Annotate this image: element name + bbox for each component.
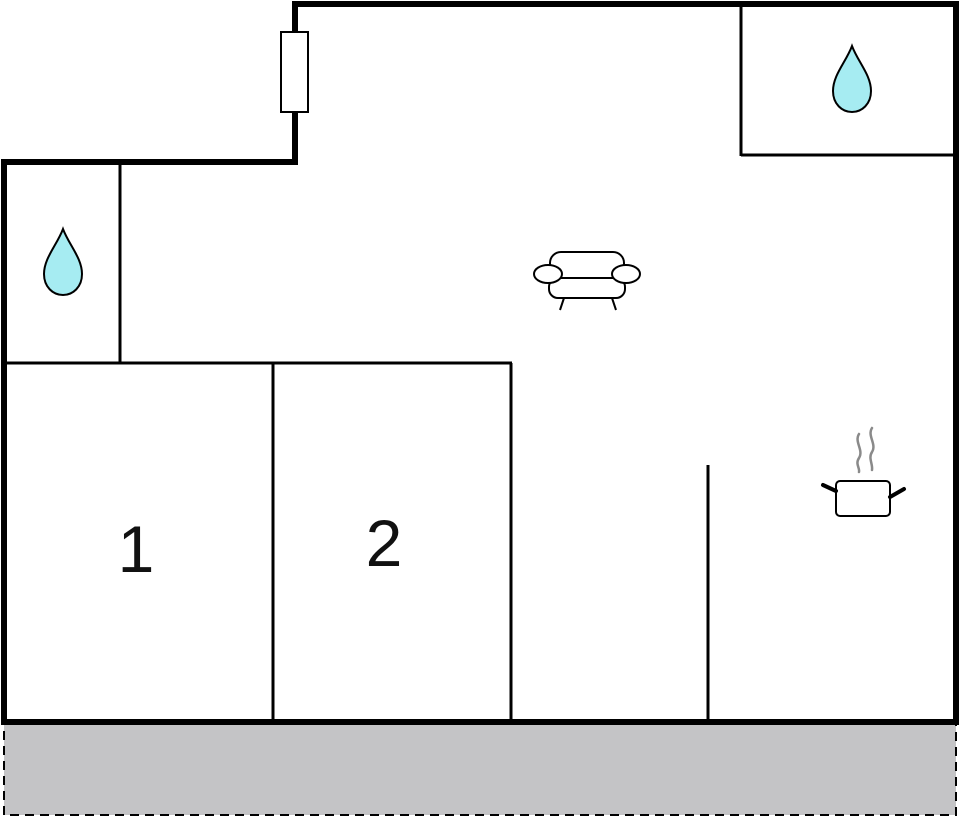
water-drop-icon [831, 43, 873, 114]
interior-walls [4, 4, 956, 722]
room-label-1: 1 [118, 512, 155, 586]
terrace-area [3, 723, 957, 816]
cooking-pot-icon [821, 426, 906, 517]
sofa-icon [533, 251, 641, 311]
water-drop-icon [42, 226, 84, 297]
room-label-2: 2 [366, 506, 403, 580]
door-icon [280, 31, 309, 113]
